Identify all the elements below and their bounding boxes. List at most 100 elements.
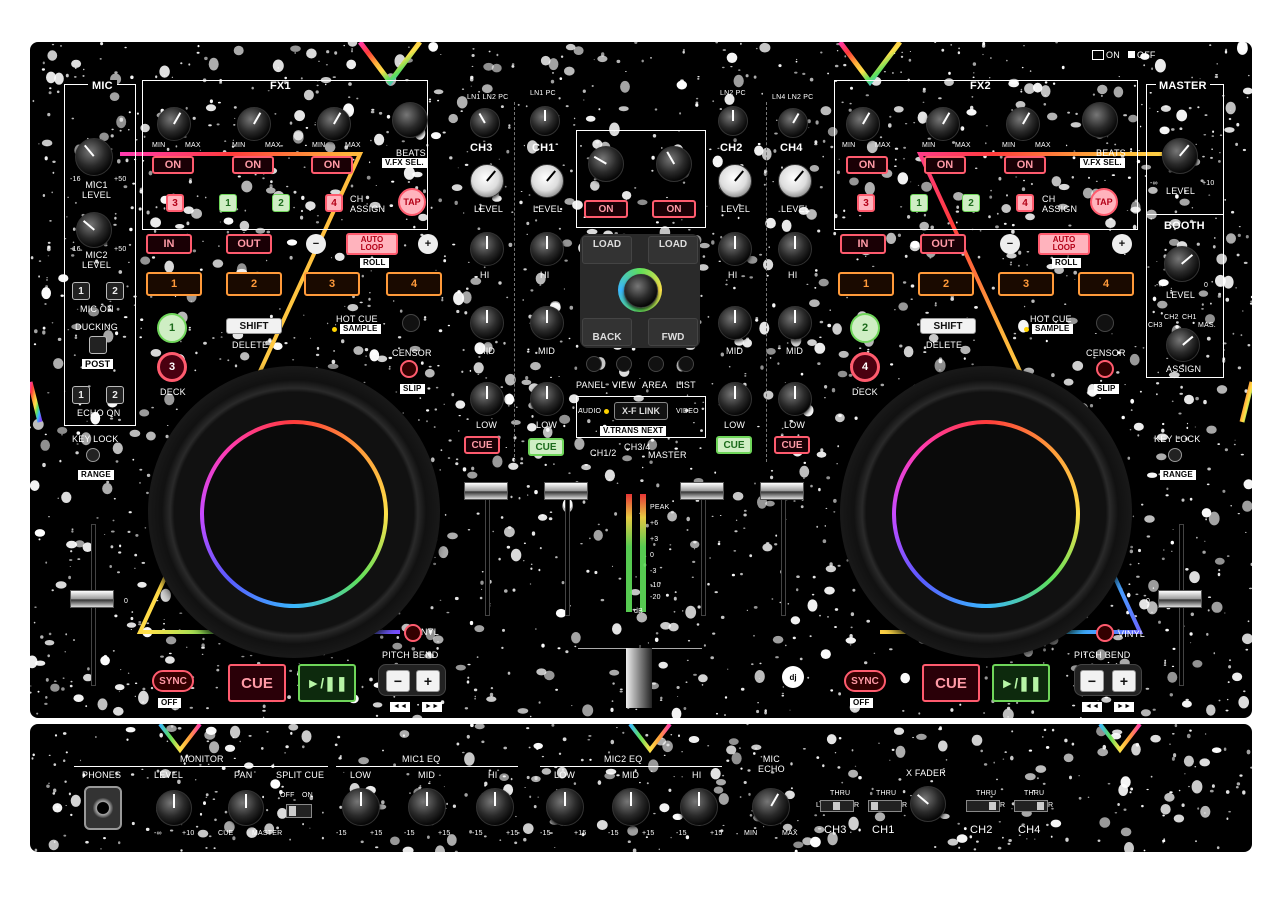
ch3-hi-knob[interactable] xyxy=(470,232,504,266)
cue-button-left[interactable]: CUE xyxy=(228,664,286,702)
fx1-knob-2[interactable] xyxy=(237,107,271,141)
load-right-button[interactable]: LOAD xyxy=(648,236,698,264)
mic1-low-knob[interactable] xyxy=(342,788,380,826)
loop-minus-button-left[interactable]: − xyxy=(306,234,326,254)
ch4-low-knob[interactable] xyxy=(778,382,812,416)
loop-in-button-left[interactable]: IN xyxy=(146,234,192,254)
fx1-assign-ch4[interactable]: 4 xyxy=(325,194,343,212)
deck-2-button[interactable]: 2 xyxy=(850,313,880,343)
loop-out-button-right[interactable]: OUT xyxy=(920,234,966,254)
ch3-xfader-assign-switch[interactable] xyxy=(820,800,854,812)
ch1-cue-button[interactable]: CUE xyxy=(528,438,564,456)
fx1-knob-1[interactable] xyxy=(157,107,191,141)
ch1-low-knob[interactable] xyxy=(530,382,564,416)
hot-cue-mode-button-right[interactable] xyxy=(1096,314,1114,332)
pitch-bend-minus-left[interactable]: − xyxy=(386,670,410,692)
headphone-jack[interactable] xyxy=(84,786,122,830)
fx2-on-button-3[interactable]: ON xyxy=(1004,156,1046,174)
play-pause-button-right[interactable]: ►/❚❚ xyxy=(992,664,1050,702)
center-on-button-right[interactable]: ON xyxy=(652,200,696,218)
ch2-level-knob[interactable] xyxy=(718,164,752,198)
ch3-mid-knob[interactable] xyxy=(470,306,504,340)
hot-cue-pad-2-right[interactable]: 2 xyxy=(918,272,974,296)
ch2-low-knob[interactable] xyxy=(718,382,752,416)
fx2-knob-2[interactable] xyxy=(926,107,960,141)
cue-pan-knob[interactable] xyxy=(228,790,264,826)
fx2-assign-ch3[interactable]: 3 xyxy=(857,194,875,212)
mic2-level-knob[interactable] xyxy=(76,212,112,248)
ch2-hi-knob[interactable] xyxy=(718,232,752,266)
pitch-bend-plus-right[interactable]: + xyxy=(1112,670,1136,692)
hot-cue-pad-4-right[interactable]: 4 xyxy=(1078,272,1134,296)
censor-button-right[interactable] xyxy=(1096,360,1114,378)
hot-cue-pad-4-left[interactable]: 4 xyxy=(386,272,442,296)
ch1-fader[interactable] xyxy=(544,480,588,620)
hot-cue-pad-3-left[interactable]: 3 xyxy=(304,272,360,296)
mic-echo-knob[interactable] xyxy=(752,788,790,826)
hot-cue-pad-1-left[interactable]: 1 xyxy=(146,272,202,296)
key-lock-button-left[interactable] xyxy=(86,448,100,462)
ch4-hi-knob[interactable] xyxy=(778,232,812,266)
mic1-hi-knob[interactable] xyxy=(476,788,514,826)
center-left-knob[interactable] xyxy=(588,146,624,182)
load-left-button[interactable]: LOAD xyxy=(582,236,632,264)
shift-button-left[interactable]: SHIFT xyxy=(226,318,282,334)
ch2-cue-button[interactable]: CUE xyxy=(716,436,752,454)
censor-button-left[interactable] xyxy=(400,360,418,378)
fx1-tap-button[interactable]: TAP xyxy=(398,188,426,216)
mic2-low-knob[interactable] xyxy=(546,788,584,826)
ch4-mid-knob[interactable] xyxy=(778,306,812,340)
fx1-on-button-1[interactable]: ON xyxy=(152,156,194,174)
fx2-knob-1[interactable] xyxy=(846,107,880,141)
crossfader-cap[interactable] xyxy=(626,648,652,708)
loop-in-button-right[interactable]: IN xyxy=(840,234,886,254)
echo2-button[interactable]: 2 xyxy=(106,386,124,404)
fx2-on-button-2[interactable]: ON xyxy=(924,156,966,174)
cue-button-right[interactable]: CUE xyxy=(922,664,980,702)
ducking-button[interactable] xyxy=(89,336,107,354)
sync-button-left[interactable]: SYNC xyxy=(152,670,194,692)
fx2-knob-3[interactable] xyxy=(1006,107,1040,141)
ch1-xfader-assign-switch[interactable] xyxy=(868,800,902,812)
ch3-low-knob[interactable] xyxy=(470,382,504,416)
loop-plus-button-right[interactable]: + xyxy=(1112,234,1132,254)
x-fader-curve-knob[interactable] xyxy=(910,786,946,822)
monitor-level-knob[interactable] xyxy=(156,790,192,826)
panel-button[interactable] xyxy=(586,356,602,372)
ch4-xfader-assign-switch[interactable] xyxy=(1014,800,1048,812)
ch4-fader[interactable] xyxy=(760,480,804,620)
ch4-level-knob[interactable] xyxy=(778,164,812,198)
loop-plus-button-left[interactable]: + xyxy=(418,234,438,254)
list-button[interactable] xyxy=(678,356,694,372)
pitch-bend-minus-right[interactable]: − xyxy=(1080,670,1104,692)
ch1-hi-knob[interactable] xyxy=(530,232,564,266)
booth-assign-knob[interactable] xyxy=(1166,328,1200,362)
deck-4-button[interactable]: 4 xyxy=(850,352,880,382)
pitch-fader-left[interactable] xyxy=(70,520,114,690)
fwd-button[interactable]: FWD xyxy=(648,318,698,346)
mic2-on-button[interactable]: 2 xyxy=(106,282,124,300)
fx2-assign-ch1[interactable]: 1 xyxy=(910,194,928,212)
ch3-source-selector[interactable] xyxy=(470,108,500,138)
hot-cue-mode-button-left[interactable] xyxy=(402,314,420,332)
master-level-knob[interactable] xyxy=(1162,138,1198,174)
view-button[interactable] xyxy=(616,356,632,372)
ch2-xfader-assign-switch[interactable] xyxy=(966,800,1000,812)
xf-link-button[interactable]: X-F LINK xyxy=(614,402,668,420)
fx2-assign-ch2[interactable]: 2 xyxy=(962,194,980,212)
hot-cue-pad-1-right[interactable]: 1 xyxy=(838,272,894,296)
area-button[interactable] xyxy=(648,356,664,372)
auto-loop-button-right[interactable]: AUTO LOOP xyxy=(1038,233,1090,255)
deck-3-button[interactable]: 3 xyxy=(157,352,187,382)
fx2-tap-button[interactable]: TAP xyxy=(1090,188,1118,216)
fx1-knob-3[interactable] xyxy=(317,107,351,141)
shift-button-right[interactable]: SHIFT xyxy=(920,318,976,334)
auto-loop-button-left[interactable]: AUTO LOOP xyxy=(346,233,398,255)
deck-1-button[interactable]: 1 xyxy=(157,313,187,343)
ch4-cue-button[interactable]: CUE xyxy=(774,436,810,454)
play-pause-button-left[interactable]: ►/❚❚ xyxy=(298,664,356,702)
echo1-button[interactable]: 1 xyxy=(72,386,90,404)
mic1-on-button[interactable]: 1 xyxy=(72,282,90,300)
fx2-on-button-1[interactable]: ON xyxy=(846,156,888,174)
center-on-button-left[interactable]: ON xyxy=(584,200,628,218)
